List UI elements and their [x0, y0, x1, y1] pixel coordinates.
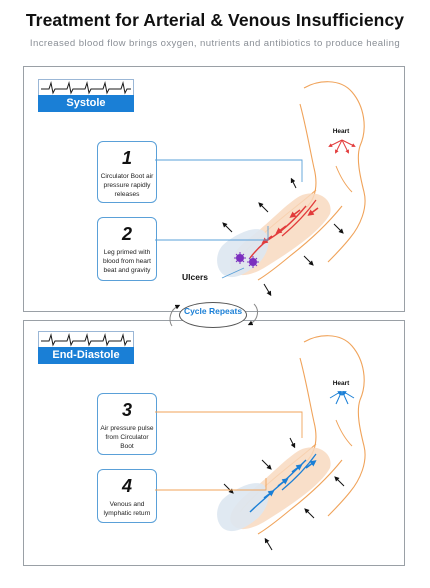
systole-panel: Systole 1 Circulator Boot air pressure r… — [23, 66, 405, 312]
ulcers-label: Ulcers — [182, 272, 208, 282]
step-1-box: 1 Circulator Boot air pressure rapidly r… — [97, 141, 157, 203]
step-text: Venous and lymphatic return — [103, 501, 151, 517]
heart-label: Heart — [333, 380, 350, 387]
end-diastole-panel: End-Diastole 3 Air pressure pulse from C… — [23, 320, 405, 566]
cycle-repeats-label: Cycle Repeats — [179, 302, 247, 328]
step-number: 2 — [121, 224, 132, 244]
heart-return-icon — [329, 390, 355, 405]
cycle-arrows-icon — [169, 303, 258, 327]
ulcer-icon — [234, 252, 259, 268]
step-text: Leg primed with blood from heart beat an… — [102, 249, 151, 274]
step-number: 4 — [121, 476, 132, 496]
systole-body-figure: Heart — [155, 81, 366, 297]
step-number: 3 — [121, 400, 132, 420]
page-title: Treatment for Arterial & Venous Insuffic… — [25, 10, 405, 30]
heart-label: Heart — [333, 128, 350, 135]
step-text: Circulator Boot air pressure rapidly rel… — [100, 173, 154, 198]
phase-label-systole: Systole — [38, 95, 134, 112]
end-diastole-phase-badge: End-Diastole — [38, 331, 134, 365]
step-2-box: 2 Leg primed with blood from heart beat … — [97, 217, 157, 281]
phase-label-end-diastole: End-Diastole — [38, 347, 134, 364]
page-subtitle: Increased blood flow brings oxygen, nutr… — [29, 38, 401, 49]
step-number: 1 — [121, 148, 132, 168]
heart-pump-icon — [328, 139, 356, 154]
ecg-trace-icon — [38, 331, 134, 349]
cycle-text: Cycle Repeats — [183, 306, 243, 316]
systole-phase-badge: Systole — [38, 79, 134, 113]
step-3-box: 3 Air pressure pulse from Circulator Boo… — [97, 393, 157, 455]
step-text: Air pressure pulse from Circulator Boot — [100, 425, 154, 450]
end-diastole-body-figure: Heart — [155, 335, 366, 551]
step-4-box: 4 Venous and lymphatic return — [97, 469, 157, 523]
